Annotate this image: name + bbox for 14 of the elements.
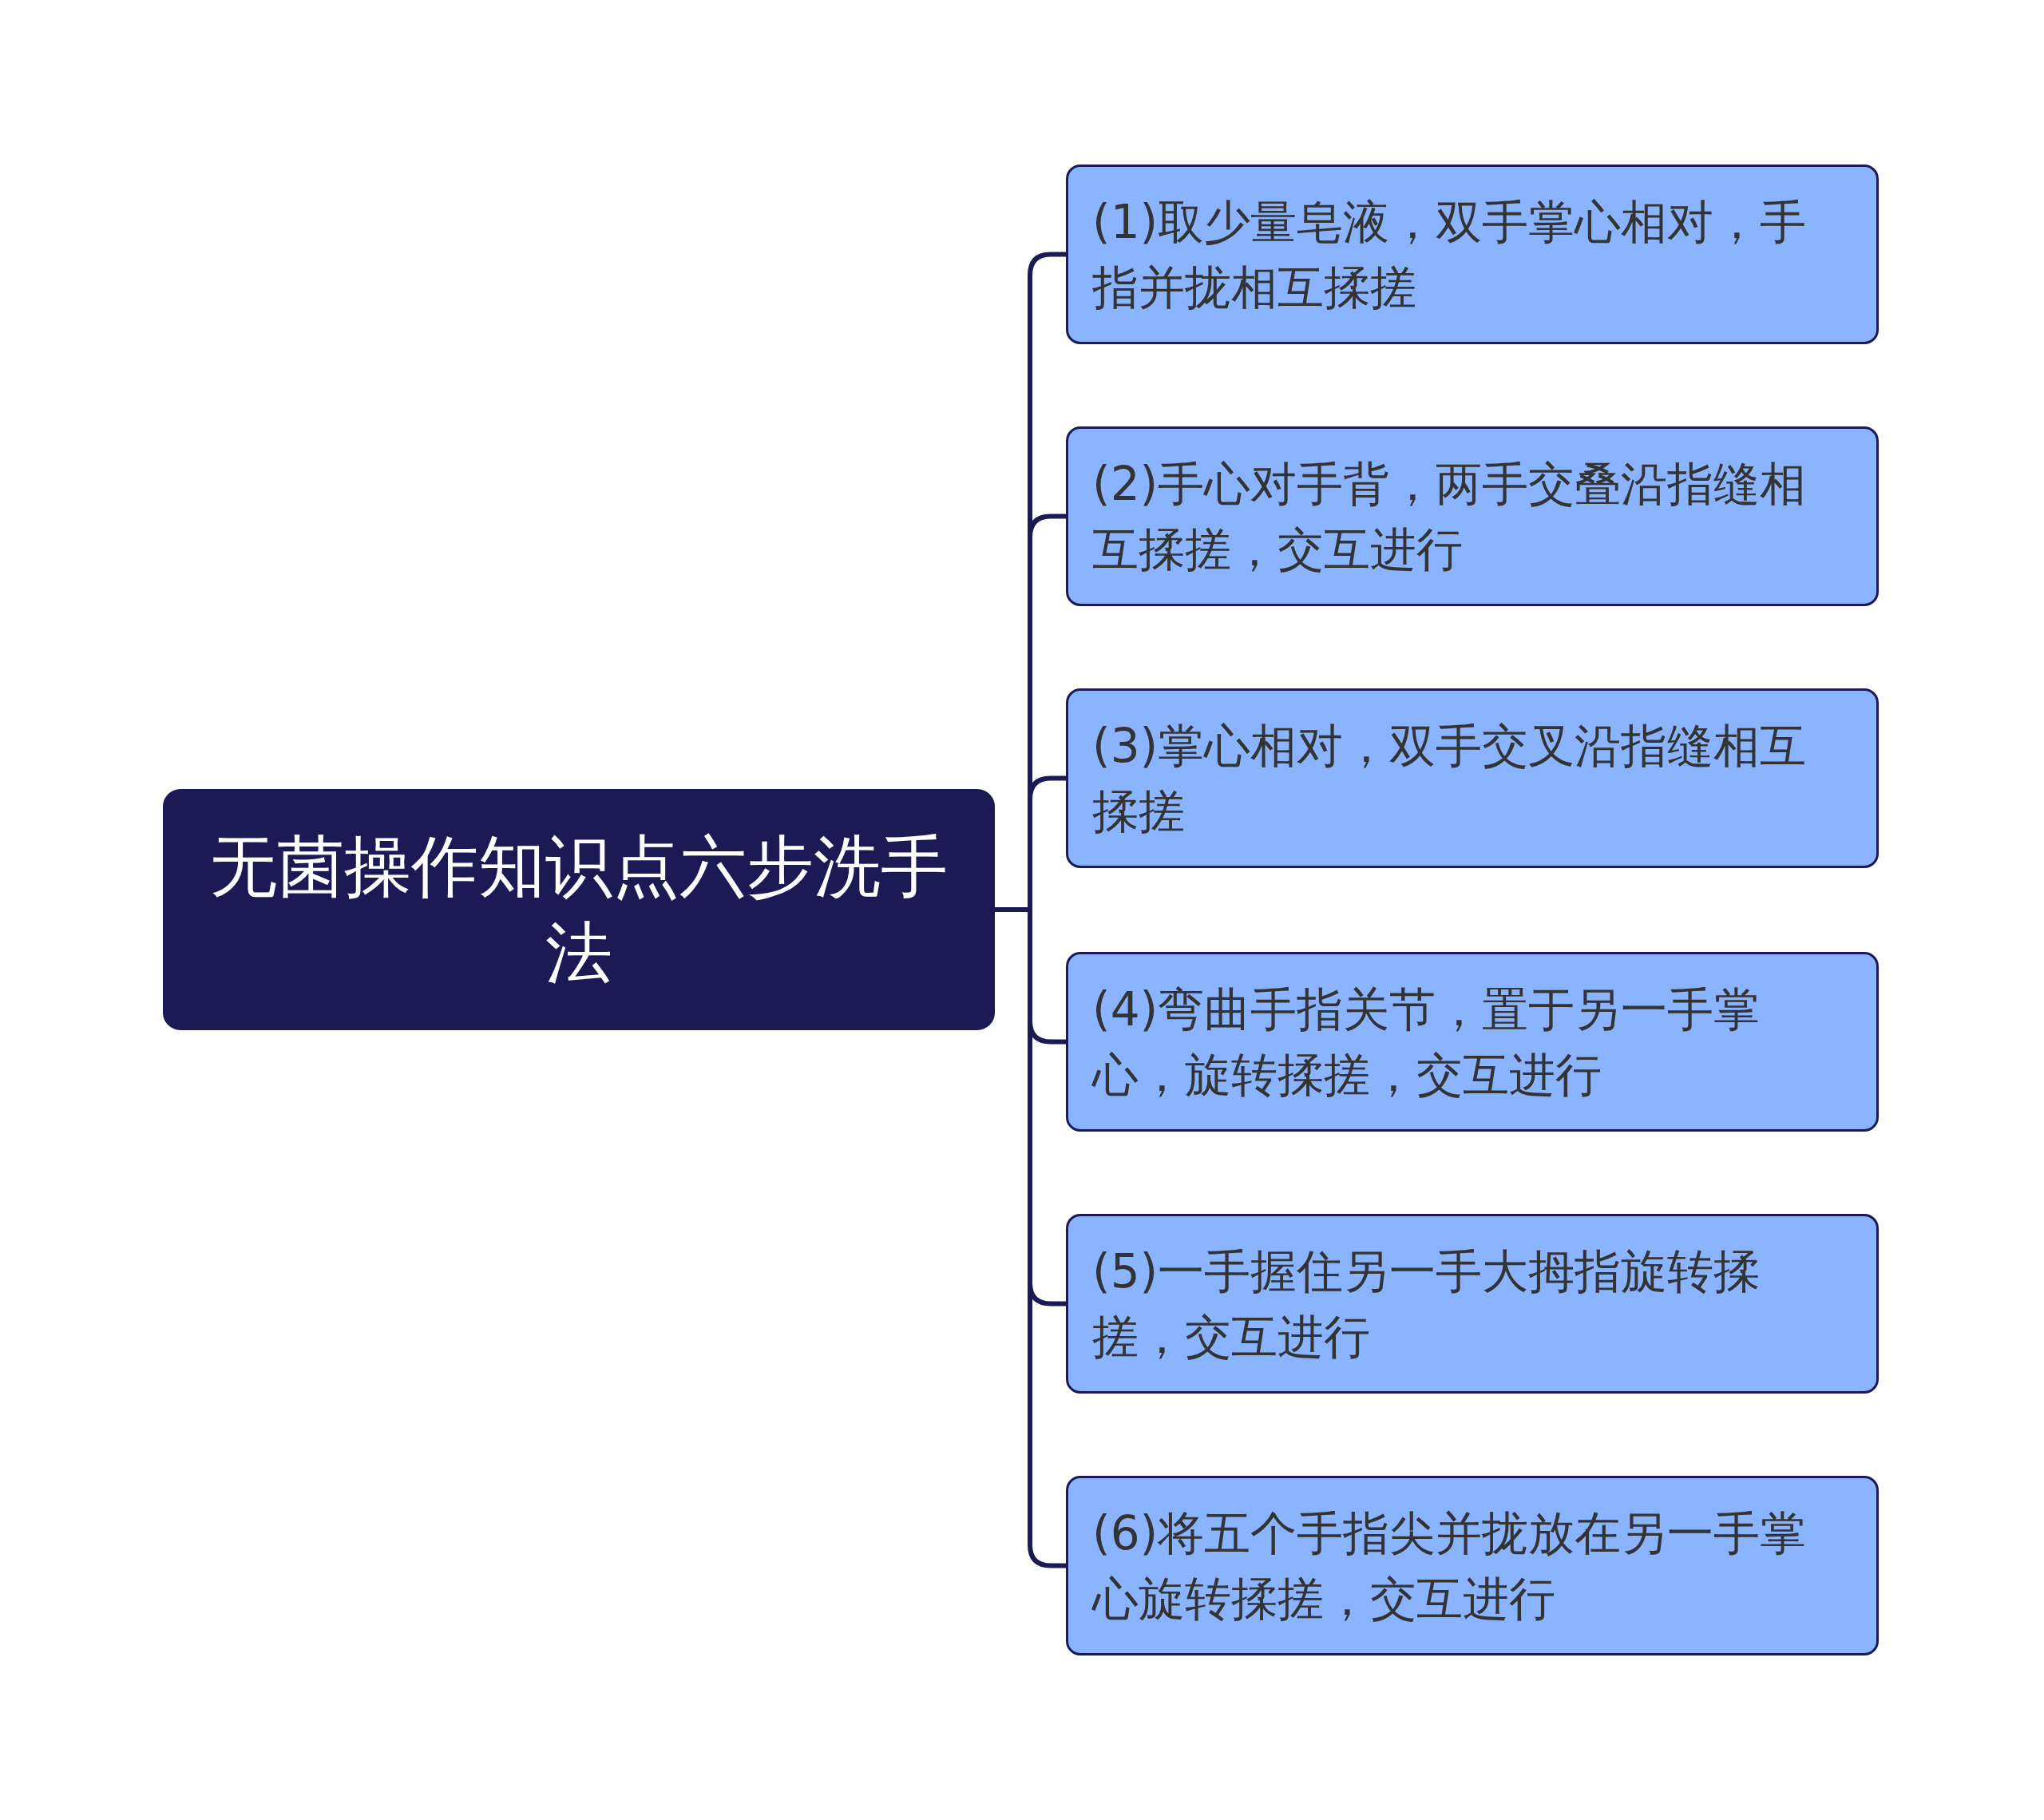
step-text: (6)将五个手指尖并拢放在另一手掌心旋转揉搓，交互进行	[1092, 1505, 1808, 1628]
step-box	[1066, 165, 1879, 344]
step-text: (4)弯曲手指关节，置于另一手掌心，旋转揉搓，交互进行	[1092, 981, 1761, 1104]
step-box	[1066, 688, 1879, 868]
step-text: (2)手心对手背，两手交叠沿指缝相互揉搓，交互进行	[1092, 455, 1808, 578]
step-text: (3)掌心相对，双手交叉沿指缝相互揉搓	[1092, 717, 1808, 840]
step-text: (1)取少量皂液，双手掌心相对，手指并拢相互揉搓	[1092, 193, 1808, 316]
step-text: (5)一手握住另一手大拇指旋转揉搓，交互进行	[1092, 1243, 1761, 1366]
step-box	[1066, 426, 1879, 606]
step-box	[1066, 1476, 1879, 1655]
topic-box	[163, 789, 995, 1030]
step-box	[1066, 1214, 1879, 1394]
step-box	[1066, 952, 1879, 1132]
topic-title: 无菌操作知识点六步洗手法	[209, 827, 949, 993]
